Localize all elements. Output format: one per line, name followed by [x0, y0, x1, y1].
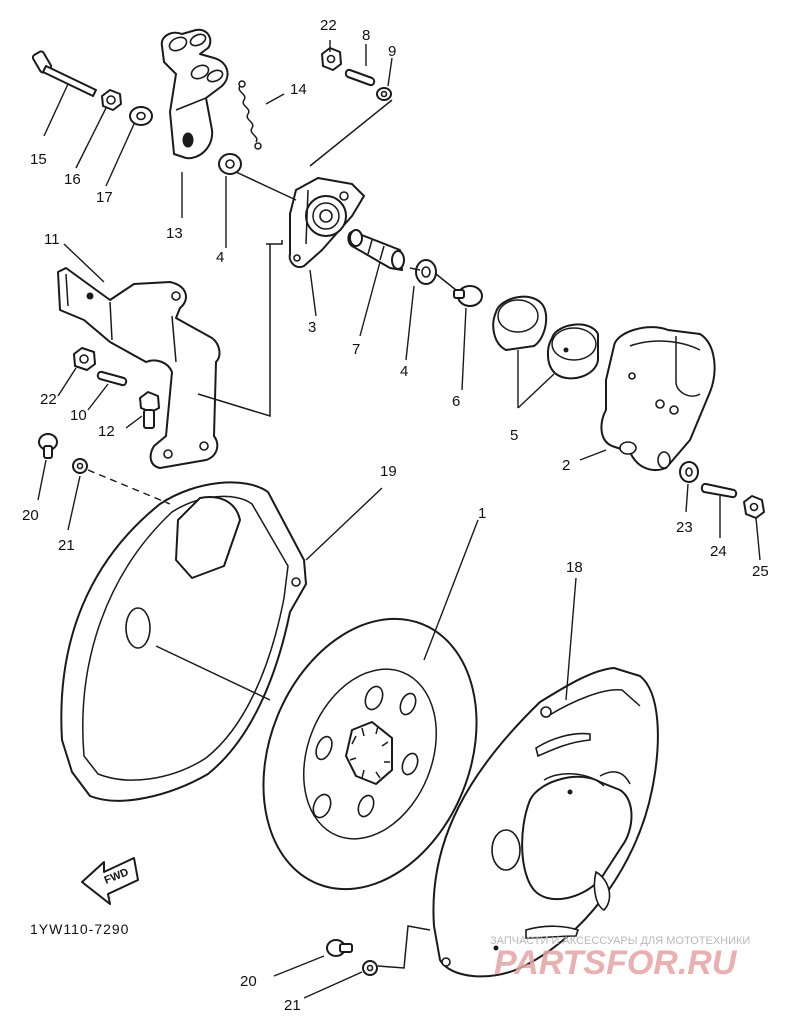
part-23-washer	[679, 461, 699, 483]
part-10-sleeve	[96, 370, 128, 387]
part-22-nut-top	[321, 47, 342, 71]
callout-12: 12	[98, 423, 115, 440]
part-21-washer-lower	[362, 960, 378, 976]
callout-20-lower: 20	[240, 973, 257, 990]
callout-17: 17	[96, 189, 113, 206]
part-3-caliper-bracket	[288, 177, 365, 268]
callout-18: 18	[566, 559, 583, 576]
part-20-bolt-lower	[326, 939, 353, 957]
callout-7: 7	[352, 341, 360, 358]
callout-2: 2	[562, 457, 570, 474]
callout-labels: 22 8 9 14 15 16 17 13 4 11 3 7 4 6 5 2 2…	[22, 17, 769, 1014]
part-1-brake-disc	[262, 617, 478, 891]
part-5-piston	[546, 323, 599, 380]
part-9-washer	[376, 87, 392, 101]
callout-15: 15	[30, 151, 47, 168]
part-7-adjuster-shaft	[347, 229, 405, 271]
leader-lines	[37, 40, 761, 999]
callout-21-lower: 21	[284, 997, 301, 1014]
part-5-piston-cup	[492, 295, 548, 351]
part-14-spring	[238, 80, 262, 150]
callout-1: 1	[478, 505, 486, 522]
callout-5: 5	[510, 427, 518, 444]
callout-13: 13	[166, 225, 183, 242]
callout-3: 3	[308, 319, 316, 336]
callout-9: 9	[388, 43, 396, 60]
part-19-disc-cover	[60, 481, 307, 802]
part-18-back-plate	[432, 667, 659, 978]
fwd-arrow-icon: FWD	[81, 857, 139, 905]
watermark: ЗАПЧАСТИ И АКСЕССУАРЫ ДЛЯ МОТОТЕХНИКИ PA…	[490, 935, 750, 982]
part-24-stud	[700, 482, 738, 499]
part-11-bracket	[57, 267, 221, 469]
callout-4-middle: 4	[400, 363, 408, 380]
callout-22-top: 22	[320, 17, 337, 34]
callout-23: 23	[676, 519, 693, 536]
callout-22-lower: 22	[40, 391, 57, 408]
part-13-lever-arm	[160, 28, 229, 160]
part-16-nut	[101, 89, 122, 111]
callout-6: 6	[452, 393, 460, 410]
callout-21-upper: 21	[58, 537, 75, 554]
part-15-bolt	[31, 50, 97, 97]
callout-4-upper: 4	[216, 249, 224, 266]
part-4-washer-upper	[218, 153, 242, 175]
part-6-pin	[453, 285, 483, 307]
part-20-bolt-upper	[38, 433, 58, 459]
callout-11: 11	[44, 231, 60, 248]
callout-24: 24	[710, 543, 727, 560]
callout-20-upper: 20	[22, 507, 39, 524]
diagram-code: 1YW110-7290	[30, 921, 129, 937]
part-17-washer	[129, 106, 153, 126]
watermark-brand: PARTSFOR.RU	[494, 944, 738, 982]
part-4-washer-middle	[415, 259, 437, 285]
callout-10: 10	[70, 407, 87, 424]
callout-8: 8	[362, 27, 370, 44]
part-22-nut-lower	[73, 347, 96, 371]
watermark-tagline: ЗАПЧАСТИ И АКСЕССУАРЫ ДЛЯ МОТОТЕХНИКИ	[490, 935, 750, 947]
callout-16: 16	[64, 171, 81, 188]
callout-19: 19	[380, 463, 397, 480]
part-12-bolt	[139, 391, 160, 429]
callout-25: 25	[752, 563, 769, 580]
part-25-nut	[743, 495, 765, 519]
part-2-caliper-body	[600, 326, 716, 471]
callout-14: 14	[290, 81, 307, 98]
part-21-washer-upper	[72, 458, 88, 474]
part-8-pin	[344, 68, 376, 87]
